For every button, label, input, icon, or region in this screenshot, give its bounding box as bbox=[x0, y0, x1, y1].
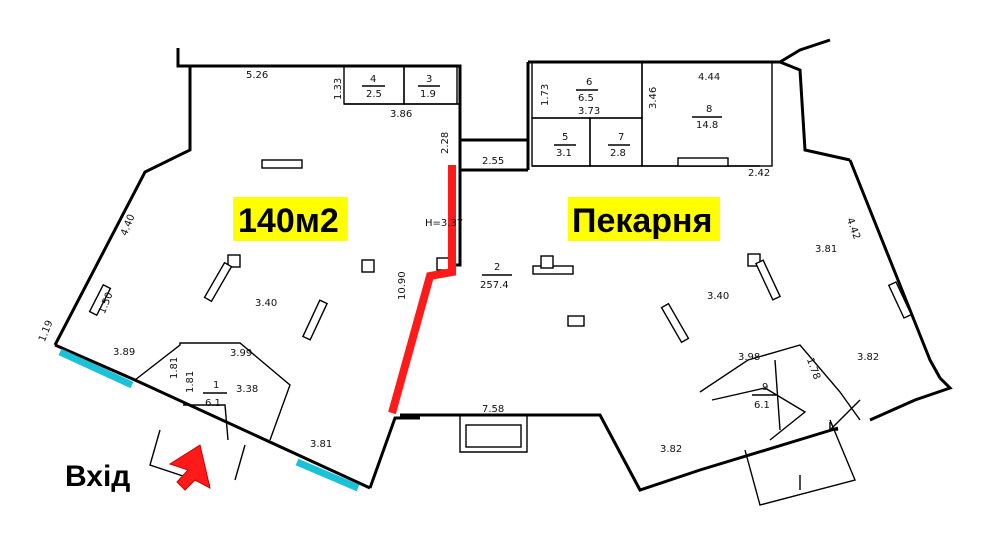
dim-255: 2.55 bbox=[482, 156, 504, 167]
room-7-area: 2.8 bbox=[610, 148, 626, 159]
entrance-arrow-left bbox=[168, 444, 211, 491]
room-5-area: 3.1 bbox=[556, 148, 572, 159]
dim-758: 7.58 bbox=[482, 404, 504, 415]
room-2-area: 257.4 bbox=[480, 280, 509, 291]
label-right: Пекарня bbox=[572, 202, 712, 240]
label-right-bg bbox=[568, 197, 720, 241]
dim-228: 2.28 bbox=[440, 132, 451, 154]
dim-340a: 3.40 bbox=[255, 298, 277, 309]
left-unit-walls bbox=[53, 48, 462, 490]
highlight-wall bbox=[388, 165, 456, 415]
dim-381a: 3.81 bbox=[310, 439, 332, 450]
dimension-labels: 5.26 1.33 3.86 2.28 2.55 1.73 3.73 3.46 … bbox=[37, 70, 879, 455]
dim-444: 4.44 bbox=[698, 72, 720, 83]
dim-398: 3.98 bbox=[738, 352, 760, 363]
label-left: 140м2 bbox=[238, 202, 339, 240]
room-3-num: 3 bbox=[426, 74, 432, 85]
room-9-area: 6.1 bbox=[754, 400, 770, 411]
right-unit-walls bbox=[400, 38, 953, 506]
label-left-bg bbox=[233, 197, 348, 241]
dim-height: H=3.37 bbox=[425, 218, 463, 229]
dim-242: 2.42 bbox=[748, 168, 770, 179]
room-9-num: 9 bbox=[762, 382, 768, 393]
dim-382b: 3.82 bbox=[660, 444, 682, 455]
dim-389: 3.89 bbox=[113, 347, 135, 358]
room-2-num: 2 bbox=[494, 262, 500, 273]
dim-442: 4.42 bbox=[844, 216, 862, 241]
room-7-num: 7 bbox=[618, 132, 624, 143]
windows bbox=[58, 348, 360, 492]
room-8-num: 8 bbox=[706, 104, 712, 115]
room-4-num: 4 bbox=[370, 74, 376, 85]
room-labels: 4 2.5 3 1.9 1 6.1 2 257.4 6 6.5 5 3.1 7 … bbox=[203, 74, 776, 411]
dim-181b: 1.81 bbox=[185, 371, 196, 393]
dim-133: 1.33 bbox=[333, 78, 344, 100]
dim-1090: 10.90 bbox=[397, 271, 408, 300]
dim-526: 5.26 bbox=[246, 70, 268, 81]
dim-399: 3.99 bbox=[230, 348, 252, 359]
dim-373: 3.73 bbox=[578, 106, 600, 117]
dim-173: 1.73 bbox=[540, 84, 551, 106]
dim-338: 3.38 bbox=[236, 384, 258, 395]
entrance-arrow-right bbox=[774, 359, 861, 490]
dim-382a: 3.82 bbox=[857, 352, 879, 363]
room-4-area: 2.5 bbox=[366, 89, 382, 100]
room-6-area: 6.5 bbox=[578, 93, 594, 104]
room-6-num: 6 bbox=[586, 77, 592, 88]
corridor-walls bbox=[460, 138, 528, 172]
dim-386: 3.86 bbox=[390, 109, 412, 120]
dim-340b: 3.40 bbox=[707, 291, 729, 302]
dim-178: 1.78 bbox=[804, 356, 822, 381]
dim-119: 1.19 bbox=[37, 319, 56, 344]
room-1-area: 6.1 bbox=[205, 398, 221, 409]
room-1-num: 1 bbox=[213, 380, 219, 391]
dim-381b: 3.81 bbox=[815, 244, 837, 255]
entrance-label: Вхід bbox=[65, 460, 130, 493]
dim-181a: 1.81 bbox=[169, 357, 180, 379]
room-5-num: 5 bbox=[562, 132, 568, 143]
dim-346: 3.46 bbox=[648, 87, 659, 109]
room-3-area: 1.9 bbox=[420, 89, 436, 100]
room-8-area: 14.8 bbox=[696, 120, 718, 131]
